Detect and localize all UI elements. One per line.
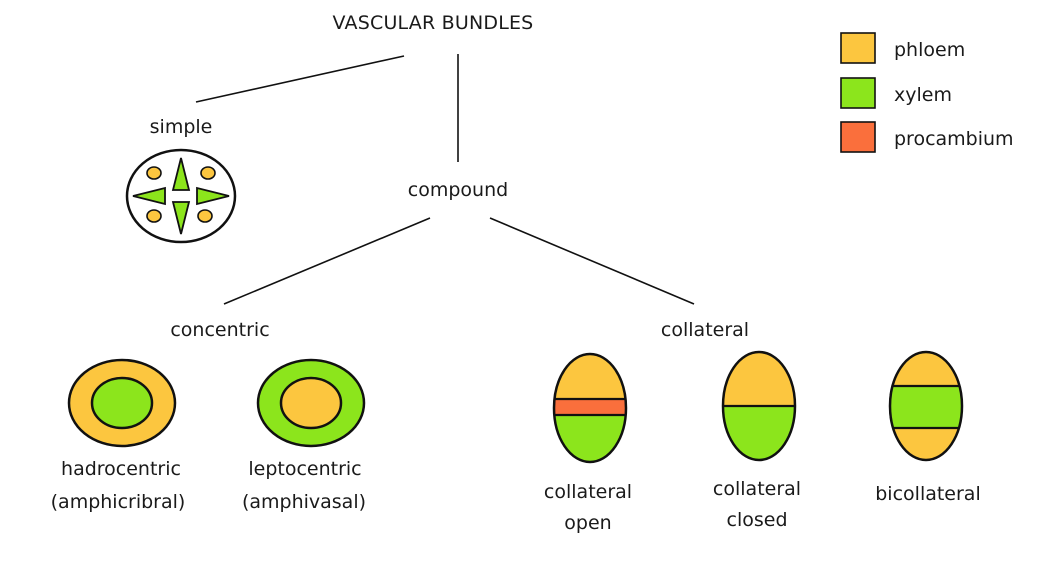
legend-swatch-phloem: [840, 32, 876, 64]
node-concentric: concentric: [170, 319, 269, 341]
label-amphicribral: (amphicribral): [51, 491, 186, 513]
label-collateral-closed-2: closed: [727, 509, 788, 531]
legend-swatch-xylem: [840, 77, 876, 109]
legend-label-xylem: xylem: [894, 84, 952, 106]
label-collateral-open-1: collateral: [544, 481, 632, 503]
edge-root-simple: [195, 55, 405, 103]
label-leptocentric: leptocentric: [248, 458, 361, 480]
node-compound: compound: [408, 179, 508, 201]
legend: phloem xylem procambium: [840, 32, 1014, 153]
label-bicollateral: bicollateral: [875, 483, 980, 505]
label-collateral-closed-1: collateral: [713, 478, 801, 500]
label-collateral-open-2: open: [564, 512, 611, 534]
label-amphivasal: (amphivasal): [242, 491, 366, 513]
legend-label-phloem: phloem: [894, 39, 965, 61]
legend-label-procambium: procambium: [894, 128, 1014, 150]
collateral-open-bundle-icon: [552, 352, 628, 464]
legend-swatch-procambium: [840, 121, 876, 153]
diagram-title: VASCULAR BUNDLES: [333, 12, 534, 34]
leptocentric-bundle-icon: [256, 358, 366, 448]
edge-compound-concentric: [223, 217, 431, 305]
node-simple: simple: [150, 116, 213, 138]
label-hadrocentric: hadrocentric: [61, 458, 181, 480]
collateral-closed-bundle-icon: [721, 350, 797, 462]
node-collateral: collateral: [661, 319, 749, 341]
bicollateral-bundle-icon: [888, 350, 964, 462]
simple-bundle-icon: [125, 148, 237, 244]
hadrocentric-bundle-icon: [67, 358, 177, 448]
edge-compound-collateral: [489, 217, 695, 305]
